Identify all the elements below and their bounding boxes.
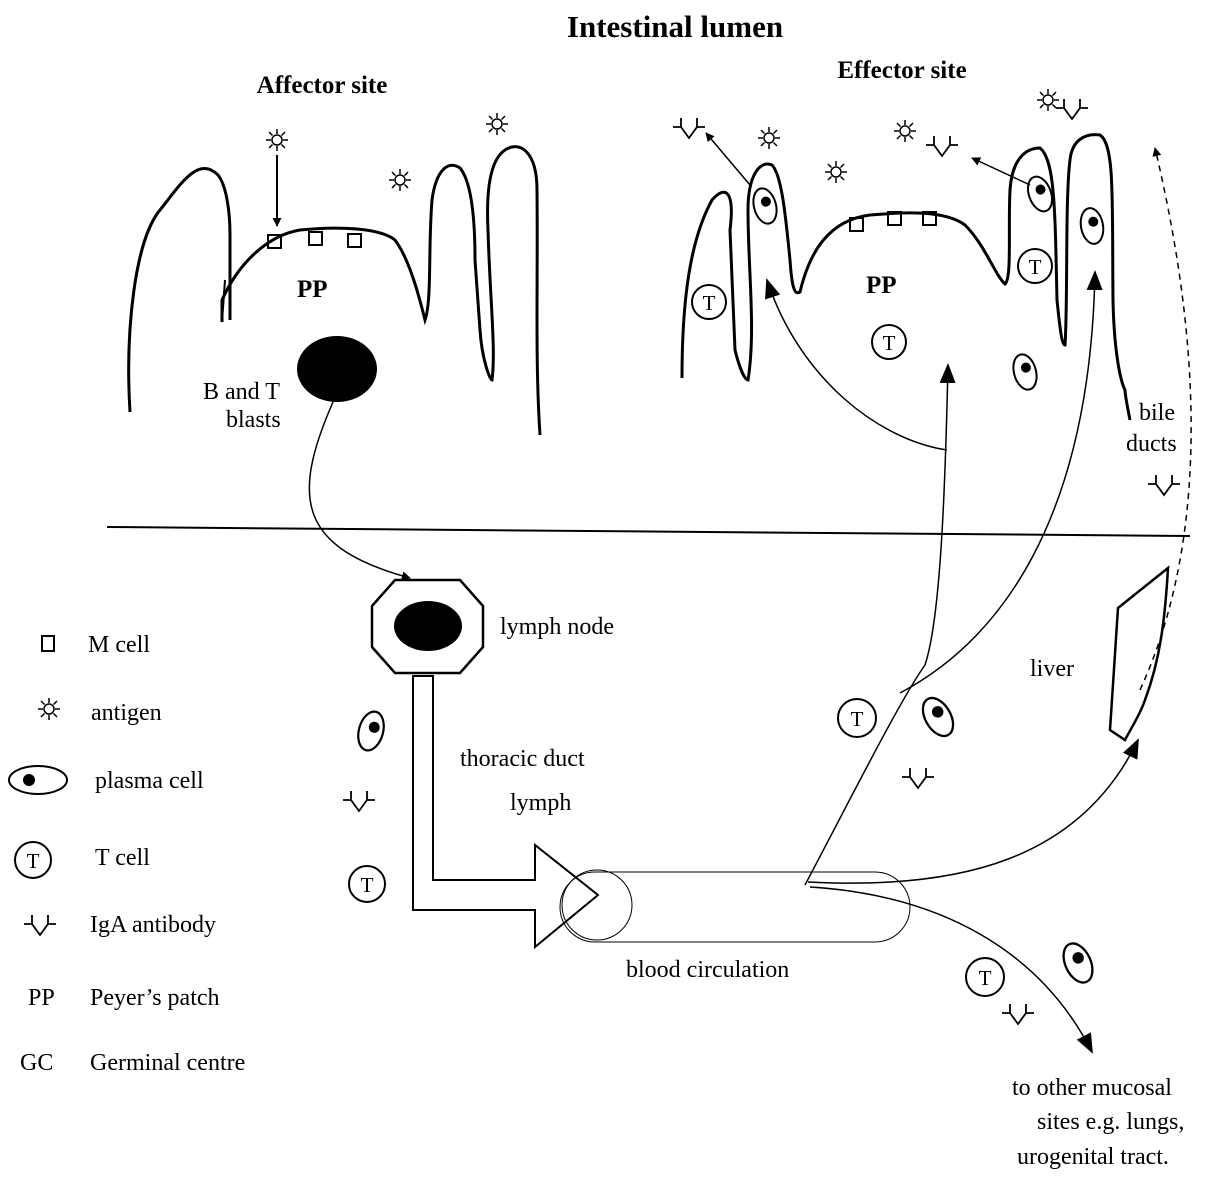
legend-iga-icon — [24, 915, 56, 935]
outgoing-plasma-cell — [1058, 939, 1098, 987]
effector-iga-antibodies — [673, 99, 1088, 156]
legend-gc-abbr: GC — [20, 1050, 53, 1076]
diagram-title: Intestinal lumen — [567, 9, 783, 44]
legend: M cell antigen plasma cell T T cell IgA … — [9, 632, 245, 1076]
other-sites-label-line2: sites e.g. lungs, — [1037, 1109, 1184, 1135]
affector-m-cells — [268, 232, 361, 248]
bile-iga-antibody — [1148, 475, 1180, 495]
effector-site-heading: Effector site — [837, 57, 966, 84]
homing-plasma-cell — [917, 693, 960, 742]
outgoing-iga — [1002, 1004, 1034, 1024]
legend-antigen-icon — [38, 698, 60, 720]
legend-antigen-label: antigen — [91, 700, 162, 726]
liver — [1110, 568, 1168, 740]
legend-t-cell-label: T cell — [95, 845, 150, 871]
legend-iga-label: IgA antibody — [90, 912, 216, 938]
lymph-node-blast — [394, 601, 462, 651]
t-cell-letter: T — [851, 707, 864, 731]
outgoing-t-cell: T — [966, 958, 1004, 996]
iga-release-arrow-left — [706, 133, 750, 185]
circulating-iga — [343, 791, 375, 811]
t-cell-letter: T — [1029, 255, 1042, 279]
circulating-plasma-cell — [354, 709, 388, 754]
legend-pp-abbr: PP — [28, 985, 55, 1011]
lymph-node-label: lymph node — [500, 614, 614, 640]
legend-m-cell-label: M cell — [88, 632, 150, 658]
thoracic-duct-label-line2: lymph — [510, 790, 571, 816]
homing-arrows — [767, 272, 1138, 1052]
blood-circulation-label: blood circulation — [626, 957, 789, 983]
blasts-label-line1: B and T — [203, 379, 280, 405]
other-sites-label-line3: urogenital tract. — [1017, 1144, 1169, 1170]
t-cell-letter: T — [979, 966, 992, 990]
other-sites-label-line1: to other mucosal — [1012, 1075, 1172, 1101]
mucosa-boundary-line — [107, 527, 1190, 536]
blasts-label-line2: blasts — [226, 407, 281, 433]
homing-iga — [902, 768, 934, 788]
legend-t-cell-icon: T — [15, 842, 51, 878]
thoracic-duct-label-line1: thoracic duct — [460, 746, 585, 772]
legend-plasma-cell-label: plasma cell — [95, 768, 204, 794]
b-and-t-blasts — [297, 336, 377, 402]
effector-pp-label: PP — [866, 272, 897, 299]
bile-ducts-label-line2: ducts — [1126, 431, 1177, 457]
affector-antigens — [266, 113, 508, 191]
circulating-t-cell: T — [349, 866, 385, 902]
t-cell-letter: T — [883, 331, 896, 355]
affector-pp-label: PP — [297, 276, 328, 303]
blasts-to-lymph-node-arrow — [309, 402, 410, 578]
legend-plasma-cell-icon — [9, 766, 67, 794]
t-cell-letter: T — [703, 291, 716, 315]
legend-gc-full: Germinal centre — [90, 1050, 245, 1076]
iga-release-arrow-right — [972, 158, 1030, 185]
t-cell-letter: T — [361, 873, 374, 897]
effector-t-cells: T T T — [692, 249, 1052, 359]
legend-m-cell-icon — [42, 636, 54, 651]
homing-t-cell: T — [838, 699, 876, 737]
legend-t-cell-symbol: T — [27, 849, 40, 873]
affector-site-heading: Affector site — [257, 72, 388, 99]
effector-mucosa — [682, 135, 1130, 420]
liver-label: liver — [1030, 656, 1074, 682]
legend-pp-full: Peyer’s patch — [90, 985, 220, 1011]
blood-vessel-opening — [562, 870, 632, 940]
bile-ducts-label-line1: bile — [1139, 400, 1175, 426]
